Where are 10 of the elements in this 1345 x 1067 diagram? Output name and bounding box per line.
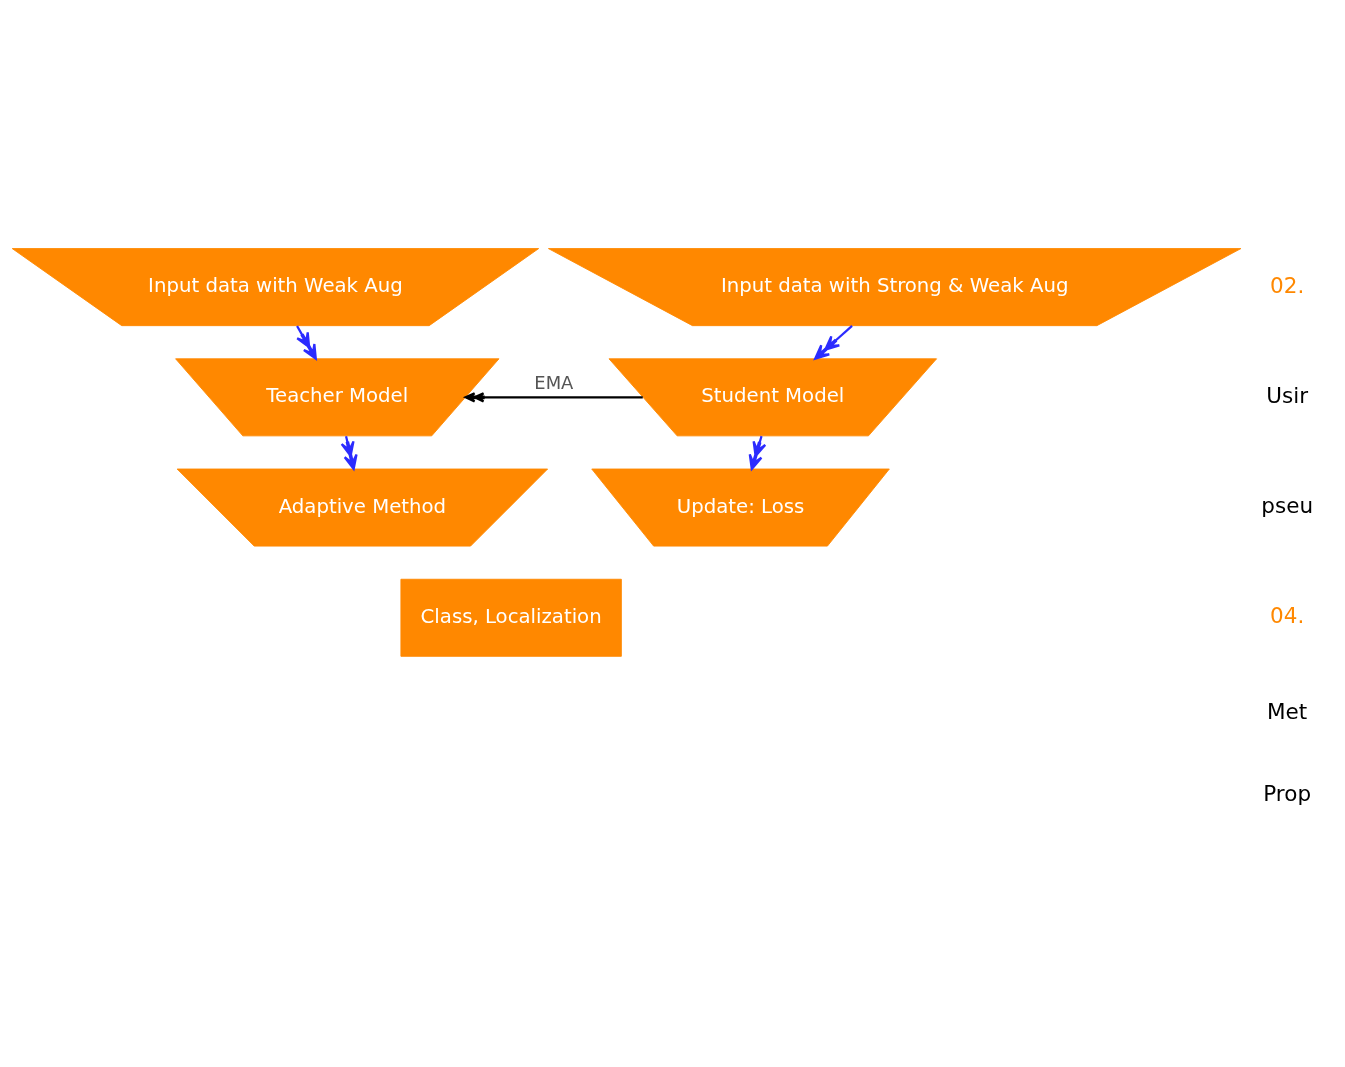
- label: Usir: [1266, 382, 1309, 408]
- label: 04.: [1270, 602, 1305, 628]
- label: Met: [1267, 698, 1308, 724]
- label: pseu: [1261, 492, 1314, 518]
- label: 02.: [1270, 272, 1305, 298]
- node-box: Class, Localization: [400, 578, 622, 657]
- arrow: [296, 324, 317, 360]
- edge-label: EMA: [534, 371, 574, 393]
- arrow: [814, 324, 853, 360]
- label: Prop: [1263, 780, 1312, 806]
